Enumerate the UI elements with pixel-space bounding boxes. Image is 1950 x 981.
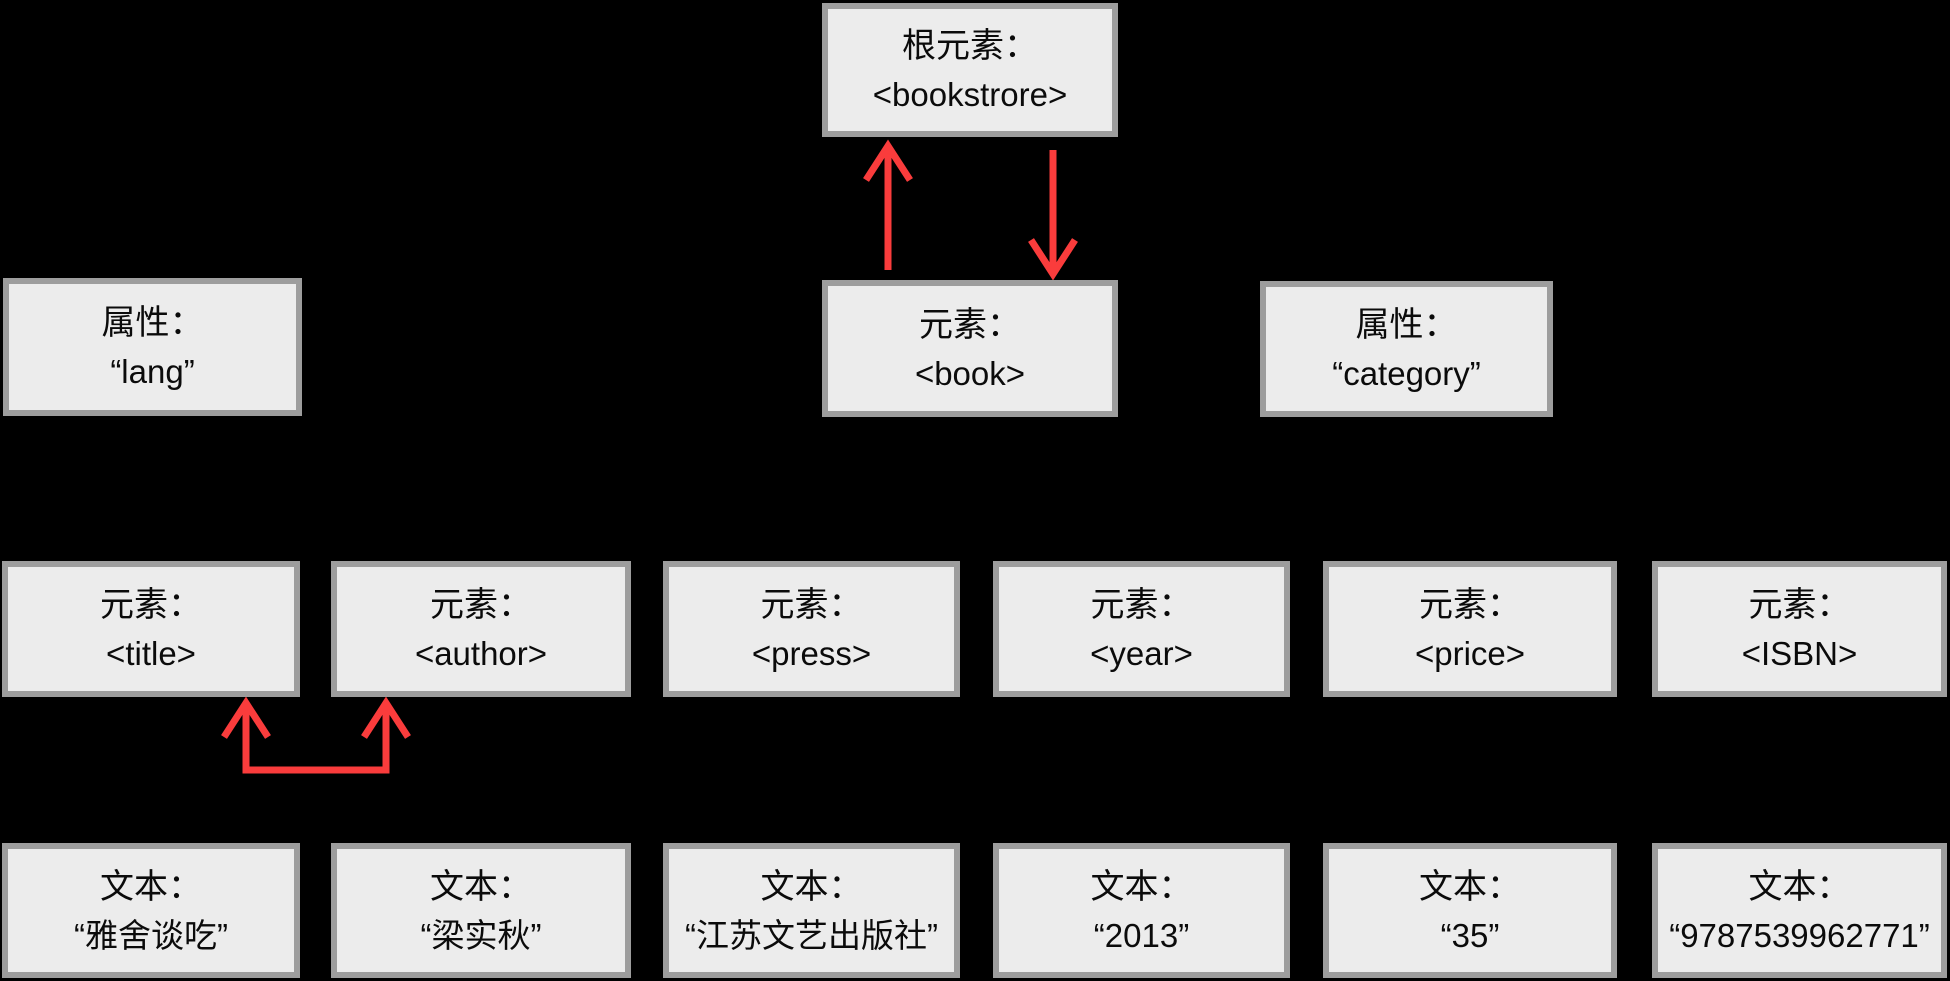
root-element-value: <bookstrore> bbox=[872, 76, 1068, 113]
node-text-year: 文本： “2013” bbox=[993, 843, 1290, 978]
element-isbn-label: 元素： bbox=[1748, 586, 1851, 624]
text-title-label: 文本： bbox=[100, 867, 202, 906]
node-element-price: 元素： <price> bbox=[1323, 561, 1617, 697]
node-element-year: 元素： <year> bbox=[993, 561, 1290, 697]
text-year-value: “2013” bbox=[1093, 916, 1190, 954]
attr-category-label: 属性： bbox=[1355, 306, 1458, 344]
node-book-element: 元素： <book> bbox=[822, 280, 1118, 417]
arrow-title-author-link-icon bbox=[221, 696, 411, 774]
element-author-value: <author> bbox=[414, 635, 548, 672]
text-price-label: 文本： bbox=[1419, 867, 1521, 906]
node-text-price: 文本： “35” bbox=[1323, 843, 1617, 978]
node-root-element: 根元素： <bookstrore> bbox=[822, 3, 1118, 137]
book-element-value: <book> bbox=[914, 354, 1026, 392]
element-press-label: 元素： bbox=[760, 586, 863, 624]
node-attr-lang: 属性： “lang” bbox=[3, 278, 302, 416]
attr-lang-label: 属性： bbox=[101, 304, 204, 342]
text-author-label: 文本： bbox=[430, 867, 532, 906]
arrow-book-to-root-up-icon bbox=[863, 139, 913, 270]
node-attr-category: 属性： “category” bbox=[1260, 281, 1553, 417]
arrow-root-to-book-down-icon bbox=[1028, 150, 1078, 281]
text-year-label: 文本： bbox=[1090, 867, 1193, 906]
text-press-label: 文本： bbox=[760, 867, 863, 906]
element-author-label: 元素： bbox=[430, 586, 532, 624]
attr-lang-value: “lang” bbox=[110, 353, 195, 390]
text-isbn-label: 文本： bbox=[1748, 867, 1851, 906]
node-text-author: 文本： “梁实秋” bbox=[331, 843, 631, 978]
text-title-value: “雅舍谈吃” bbox=[74, 916, 228, 954]
node-element-author: 元素： <author> bbox=[331, 561, 631, 697]
element-title-value: <title> bbox=[106, 635, 196, 672]
node-text-isbn: 文本： “9787539962771” bbox=[1652, 843, 1947, 978]
text-isbn-value: “9787539962771” bbox=[1669, 916, 1930, 954]
element-year-value: <year> bbox=[1090, 635, 1193, 672]
text-press-value: “江苏文艺出版社” bbox=[685, 916, 938, 954]
node-element-press: 元素： <press> bbox=[663, 561, 960, 697]
element-press-value: <press> bbox=[751, 635, 872, 672]
element-title-label: 元素： bbox=[100, 586, 202, 624]
attr-category-value: “category” bbox=[1332, 355, 1481, 392]
element-price-value: <price> bbox=[1414, 635, 1526, 672]
element-price-label: 元素： bbox=[1419, 586, 1521, 624]
text-author-value: “梁实秋” bbox=[420, 916, 542, 954]
node-text-press: 文本： “江苏文艺出版社” bbox=[663, 843, 960, 978]
element-year-label: 元素： bbox=[1090, 586, 1193, 624]
element-isbn-value: <ISBN> bbox=[1741, 635, 1858, 672]
node-element-title: 元素： <title> bbox=[2, 561, 300, 697]
root-element-label: 根元素： bbox=[902, 27, 1038, 65]
book-element-label: 元素： bbox=[919, 305, 1021, 344]
text-price-value: “35” bbox=[1440, 916, 1500, 954]
node-text-title: 文本： “雅舍谈吃” bbox=[2, 843, 300, 978]
node-element-isbn: 元素： <ISBN> bbox=[1652, 561, 1947, 697]
